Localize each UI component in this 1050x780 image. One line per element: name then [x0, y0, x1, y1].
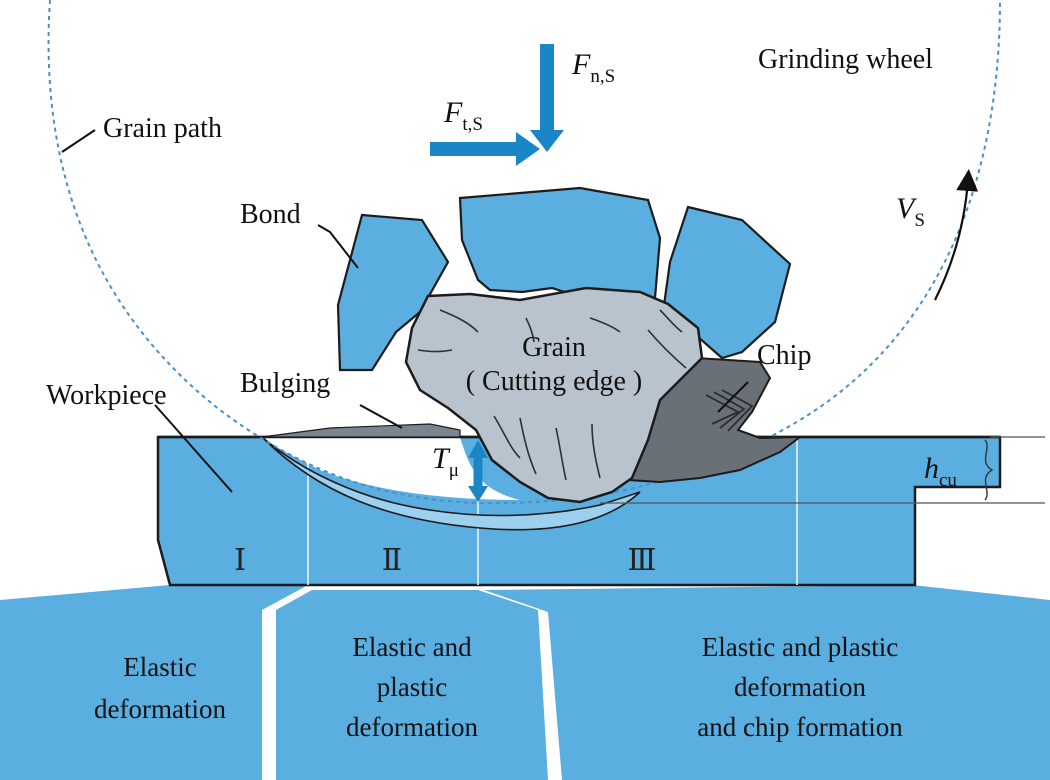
- tangential-force-arrow-shaft: [430, 142, 520, 156]
- zone-panel-1: [0, 585, 308, 780]
- bond-piece-center: [458, 186, 662, 304]
- bulging-label: Bulging: [240, 368, 330, 399]
- cutting-edge-label: ( Cutting edge ): [466, 366, 643, 397]
- tangential-force-label: Ft,S: [443, 96, 483, 135]
- zone-3-numeral: Ⅲ: [628, 544, 657, 577]
- hcu-dimension: [600, 436, 1045, 504]
- zone-3-line-2: deformation: [734, 672, 866, 702]
- normal-force-arrow-head: [530, 130, 564, 152]
- bond-pieces: [336, 186, 792, 372]
- grain-path-curve: [47, 0, 1001, 505]
- deformation-band: [261, 436, 641, 531]
- chip-leader: [717, 381, 749, 413]
- normal-force-label: Fn,S: [571, 48, 615, 87]
- wheel-speed-label: VS: [896, 192, 925, 231]
- workpiece-label: Workpiece: [46, 380, 167, 411]
- bulging-leader: [359, 404, 403, 429]
- wheel-speed-arrow: [934, 169, 979, 301]
- grinding-wheel-label: Grinding wheel: [758, 44, 933, 75]
- tangential-force-arrow-head: [516, 132, 540, 166]
- chip-layers: [705, 389, 754, 432]
- bond-leader: [317, 224, 359, 269]
- zone-2-line-1: Elastic and: [352, 632, 472, 662]
- friction-arrow: [468, 440, 488, 502]
- zone-panel-3: [484, 585, 1050, 780]
- zone-1-line-2: deformation: [94, 694, 226, 724]
- zone-panels: [0, 585, 1050, 780]
- friction-stress-label: Tμ: [432, 442, 459, 481]
- chip-label: Chip: [757, 340, 811, 371]
- zone-3-line-3: and chip formation: [697, 712, 903, 742]
- workpiece-leader: [154, 404, 233, 493]
- grain-label: Grain: [522, 332, 586, 363]
- bulging-shape: [261, 423, 461, 438]
- cut-depth-label: hcu: [924, 452, 957, 491]
- normal-force-arrow-shaft: [540, 44, 554, 134]
- grain-path-label: Grain path: [103, 113, 222, 144]
- zone-1-numeral: Ⅰ: [234, 544, 246, 577]
- workpiece: [156, 423, 1002, 587]
- grain-facets: [417, 309, 687, 481]
- bond-piece-right: [662, 205, 792, 360]
- zone-panel-2: [276, 590, 548, 780]
- force-arrows: [430, 44, 564, 166]
- grain-path-leader: [61, 129, 96, 153]
- leader-lines: [61, 129, 749, 493]
- zone-2-line-2: plastic: [377, 672, 447, 702]
- bond-label: Bond: [240, 199, 301, 230]
- zone-3-line-1: Elastic and plastic: [702, 632, 898, 662]
- zone-2-numeral: Ⅱ: [382, 544, 402, 577]
- zone-2-line-3: deformation: [346, 712, 478, 742]
- bond-piece-left: [336, 213, 450, 372]
- zone-1-line-1: Elastic: [123, 652, 196, 682]
- surface-void: [262, 437, 520, 500]
- grain-shape: [404, 286, 704, 504]
